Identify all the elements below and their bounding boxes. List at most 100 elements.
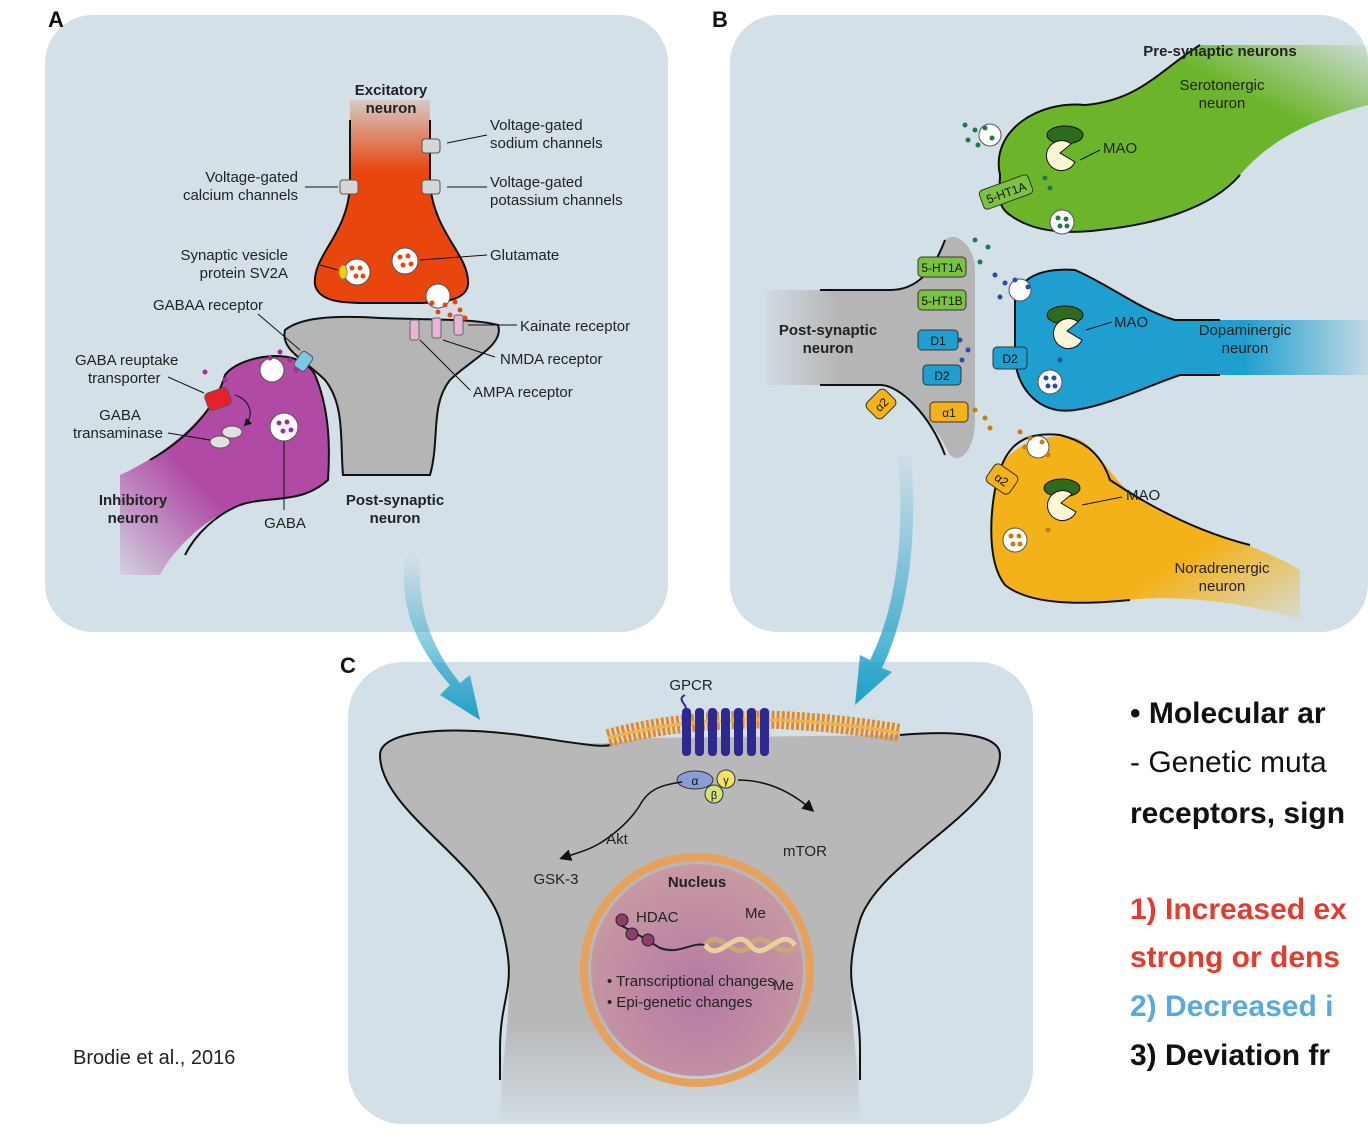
receptor-d2-pre: D2 <box>992 346 1028 370</box>
svg-text:5-HT1A: 5-HT1A <box>921 261 962 275</box>
right-text-line-4: 1) Increased ex <box>1130 893 1347 926</box>
gaba-vesicle-icon <box>269 412 299 442</box>
receptor-alpha2-pre: α2 <box>985 463 1019 495</box>
ampa-receptor-icon <box>409 319 420 341</box>
gaba-a-receptor-icon <box>293 350 314 372</box>
dopamine-vesicle-icon <box>1037 369 1063 395</box>
panel-c: C α β γ <box>340 653 1033 1124</box>
leader-line <box>167 432 211 441</box>
label-nucleus: Nucleus <box>668 874 726 891</box>
svg-text:D1: D1 <box>930 334 946 348</box>
dna-helix <box>615 913 797 954</box>
gaba-transaminase-icon <box>209 435 231 449</box>
bullet-epigenetic: • Epi-genetic changes <box>607 994 752 1011</box>
label-glutamate: Glutamate <box>490 247 559 264</box>
right-text-line-1: • Molecular ar <box>1130 697 1326 730</box>
serotonin-vesicle-icon <box>1049 209 1075 235</box>
panel-a: A <box>45 7 668 632</box>
mao-enzyme-noradrenergic <box>1043 478 1123 522</box>
right-text-line-6: 2) Decreased i <box>1130 990 1334 1023</box>
right-text-line-7: 3) Deviation fr <box>1130 1039 1331 1072</box>
svg-text:D2: D2 <box>1002 352 1018 366</box>
receptor-5ht1a: 5-HT1A <box>917 256 967 278</box>
label-mtor: mTOR <box>783 843 827 860</box>
right-text-line-3: receptors, sign <box>1130 797 1346 830</box>
g-beta-label: β <box>711 790 717 802</box>
leader-line <box>167 376 205 394</box>
leader-line <box>257 313 301 351</box>
label-gsk3: GSK-3 <box>533 871 578 888</box>
dopaminergic-neuron <box>1015 269 1368 411</box>
cell-outline <box>378 729 1002 1080</box>
label-ampa-receptor: AMPA receptor <box>473 384 573 401</box>
label-akt: Akt <box>606 831 629 848</box>
leader-line <box>419 339 471 391</box>
label-gaba: GABA <box>264 515 306 532</box>
glutamate-vesicle-icon <box>343 258 371 286</box>
arrow-b-to-c <box>855 450 914 705</box>
label-gaba-a-receptor: GABAA receptor <box>153 297 263 314</box>
g-alpha-label: α <box>692 774 699 788</box>
arrow-to-akt <box>601 781 683 843</box>
label-me-top: Me <box>745 905 766 922</box>
right-text-line-2: - Genetic muta <box>1130 746 1327 779</box>
label-me-bottom: Me <box>773 977 794 994</box>
leader-line <box>419 254 488 261</box>
leader-line <box>446 134 488 144</box>
arrow-to-gsk3 <box>559 839 606 861</box>
panel-c-letter: C <box>340 653 356 678</box>
panel-b: B <box>712 7 1368 632</box>
glutamate-vesicle-icon <box>391 247 419 275</box>
label-mao-serotonergic: MAO <box>1103 140 1137 157</box>
label-mao-noradrenergic: MAO <box>1126 487 1160 504</box>
sv2a-protein-icon <box>338 264 348 280</box>
svg-text:5-HT1B: 5-HT1B <box>921 294 962 308</box>
serotonergic-neuron <box>998 45 1368 232</box>
sodium-channel-icon <box>421 138 441 154</box>
arrow-to-mtor <box>737 779 815 812</box>
receptor-alpha2-post: α2 <box>865 388 897 420</box>
label-mao-dopaminergic: MAO <box>1114 314 1148 331</box>
label-kainate-receptor: Kainate receptor <box>520 318 630 335</box>
label-pre-synaptic: Pre-synaptic neurons <box>1143 43 1296 60</box>
cell-membrane <box>605 710 902 747</box>
arrow-a-to-c <box>403 555 480 720</box>
nuclear-envelope <box>580 853 814 1087</box>
svg-text:α1: α1 <box>942 406 956 420</box>
label-hdac: HDAC <box>636 909 679 926</box>
g-protein: α β γ <box>676 769 736 804</box>
mao-enzyme-dopaminergic <box>1046 305 1113 350</box>
panel-a-letter: A <box>48 7 64 32</box>
excitatory-neuron-outline <box>313 120 470 305</box>
receptor-5ht1b: 5-HT1B <box>917 289 967 311</box>
gaba-reuptake-transporter-icon <box>204 387 232 411</box>
receptor-alpha1: α1 <box>929 401 969 423</box>
label-nmda-receptor: NMDA receptor <box>500 351 603 368</box>
potassium-channel-icon <box>421 179 441 195</box>
bullet-transcriptional: • Transcriptional changes <box>607 973 775 990</box>
panel-b-letter: B <box>712 7 728 32</box>
receptor-d2-post: D2 <box>922 364 962 386</box>
citation: Brodie et al., 2016 <box>73 1047 236 1069</box>
kainate-receptor-icon <box>453 314 464 336</box>
gpcr-receptor <box>680 694 769 756</box>
leader-line <box>442 339 496 358</box>
nucleus <box>591 864 803 1076</box>
post-synaptic-neuron-a <box>283 315 500 476</box>
noradrenaline-vesicle-icon <box>1002 527 1028 553</box>
g-gamma-label: γ <box>723 775 729 787</box>
label-gpcr: GPCR <box>669 677 713 694</box>
calcium-channel-icon <box>339 179 359 195</box>
mao-enzyme-serotonergic <box>1045 125 1101 172</box>
receptor-d1: D1 <box>917 329 959 351</box>
